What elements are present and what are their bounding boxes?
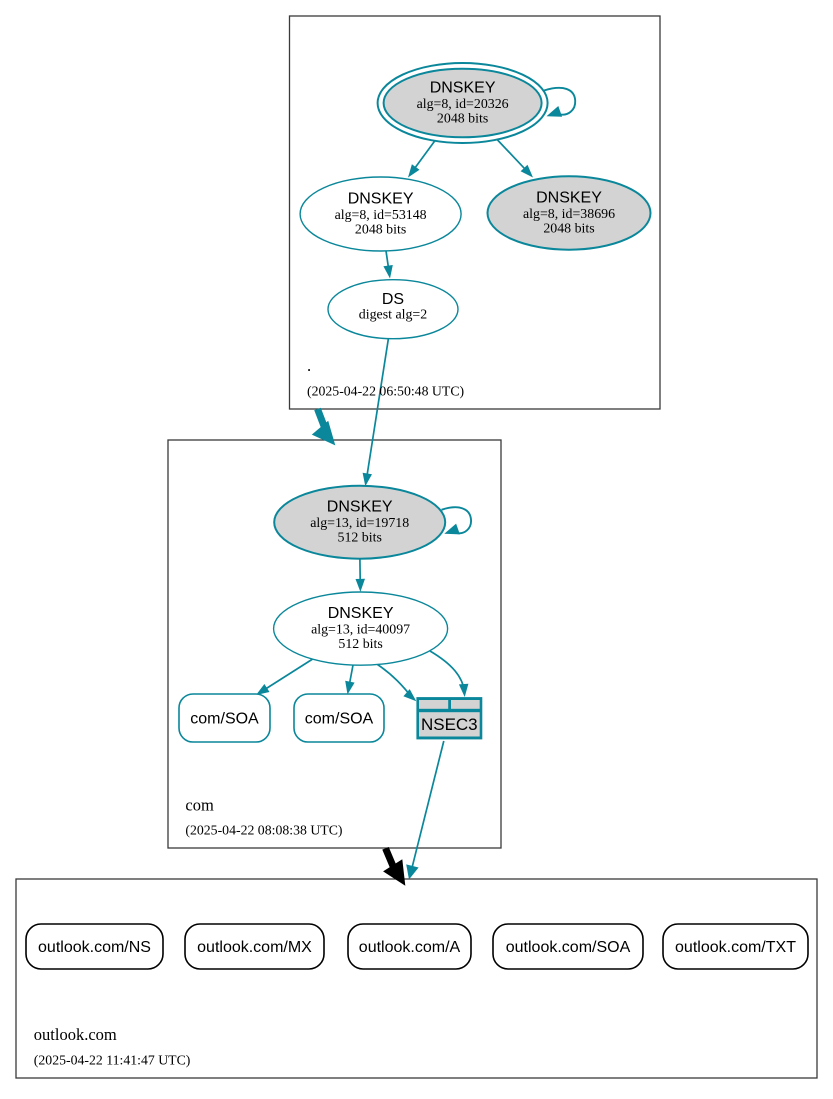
svg-text:DNSKEY: DNSKEY <box>327 499 393 516</box>
svg-text:outlook.com/SOA: outlook.com/SOA <box>506 939 631 956</box>
svg-text:com/SOA: com/SOA <box>305 711 374 728</box>
svg-text:alg=8, id=38696: alg=8, id=38696 <box>523 207 615 222</box>
svg-text:outlook.com/MX: outlook.com/MX <box>197 939 312 956</box>
svg-text:alg=13, id=19718: alg=13, id=19718 <box>310 516 409 531</box>
svg-text:DNSKEY: DNSKEY <box>328 605 394 622</box>
svg-text:outlook.com/A: outlook.com/A <box>359 939 461 956</box>
svg-text:DNSKEY: DNSKEY <box>536 190 602 207</box>
svg-text:outlook.com/NS: outlook.com/NS <box>38 939 151 956</box>
svg-text:2048 bits: 2048 bits <box>543 221 594 236</box>
svg-text:alg=8, id=53148: alg=8, id=53148 <box>335 208 427 223</box>
svg-text:2048 bits: 2048 bits <box>355 222 406 237</box>
svg-text:512 bits: 512 bits <box>338 637 382 652</box>
svg-text:digest alg=2: digest alg=2 <box>359 308 427 323</box>
svg-text:.: . <box>307 356 311 375</box>
svg-text:alg=13, id=40097: alg=13, id=40097 <box>311 622 410 637</box>
svg-text:(2025-04-22 11:41:47 UTC): (2025-04-22 11:41:47 UTC) <box>34 1053 191 1069</box>
svg-text:com: com <box>185 796 214 815</box>
svg-text:NSEC3: NSEC3 <box>421 715 478 734</box>
svg-text:DNSKEY: DNSKEY <box>348 191 414 208</box>
svg-text:(2025-04-22 08:08:38 UTC): (2025-04-22 08:08:38 UTC) <box>185 823 342 839</box>
svg-text:(2025-04-22 06:50:48 UTC): (2025-04-22 06:50:48 UTC) <box>307 384 464 400</box>
svg-text:com/SOA: com/SOA <box>190 711 259 728</box>
svg-text:512 bits: 512 bits <box>338 531 382 546</box>
svg-text:outlook.com/TXT: outlook.com/TXT <box>675 939 796 956</box>
svg-text:alg=8, id=20326: alg=8, id=20326 <box>417 97 509 112</box>
svg-text:outlook.com: outlook.com <box>34 1025 117 1044</box>
svg-text:DS: DS <box>382 291 404 308</box>
svg-text:2048 bits: 2048 bits <box>437 111 488 126</box>
svg-text:DNSKEY: DNSKEY <box>430 80 496 97</box>
